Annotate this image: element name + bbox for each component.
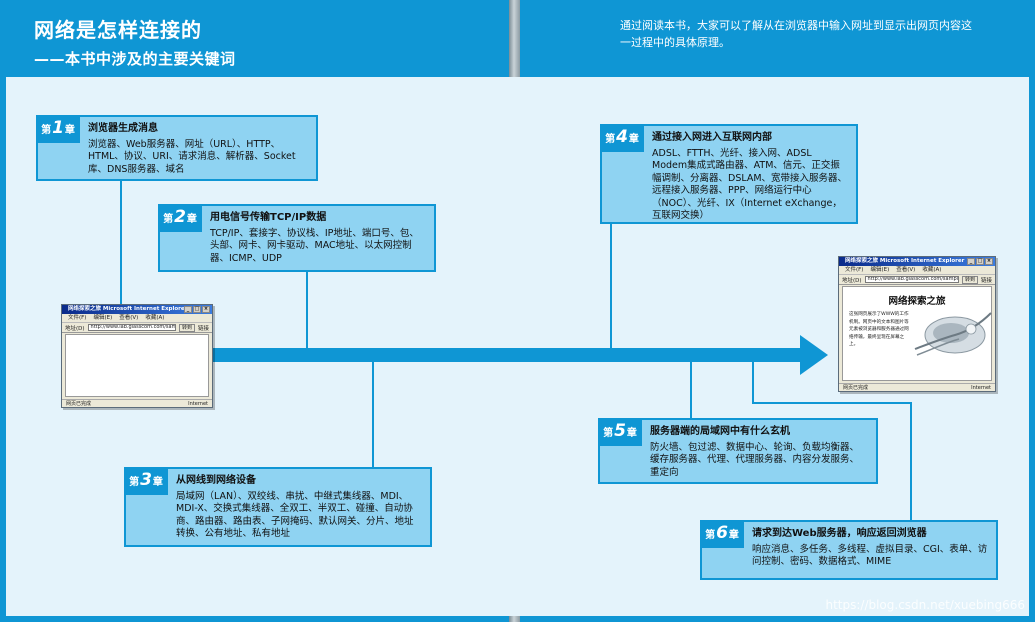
- browser-titlebar: 网络探索之旅 Microsoft Internet Explorer _□×: [839, 257, 995, 266]
- minimize-icon: _: [184, 306, 192, 313]
- links-label: 链接: [197, 325, 209, 332]
- close-icon: ×: [202, 306, 210, 313]
- chapter-keywords: 响应消息、多任务、多线程、虚拟目录、CGI、表单、访问控制、密码、数据格式、MI…: [752, 543, 988, 568]
- menu-edit: 编辑(E): [93, 315, 113, 321]
- menu-favorites: 收藏(A): [922, 267, 942, 273]
- chapter-title: 服务器端的局域网中有什么玄机: [650, 426, 790, 437]
- connector-ch4: [610, 222, 612, 350]
- close-icon: ×: [985, 258, 993, 265]
- browser-titlebar: 网络探索之旅 Microsoft Internet Explorer _□×: [62, 305, 212, 314]
- connector-ch6-down: [752, 360, 754, 404]
- browser-addressbar: 地址(D) http://www.lab.glasscom.com/sample…: [839, 275, 995, 285]
- status-text: 网页已完成: [843, 385, 869, 391]
- browser-window-right: 网络探索之旅 Microsoft Internet Explorer _□× 文…: [838, 256, 996, 392]
- address-field: http://www.lab.glasscom.com/sample1.htm: [87, 324, 176, 331]
- go-button: 转到: [178, 323, 195, 332]
- browser-window-left: 网络探索之旅 Microsoft Internet Explorer _□× 文…: [61, 304, 213, 408]
- browser-viewport-page: 网络探索之旅 这张网页展示了WWW的工作机制。网页中的文本和图片等元素被浏览器和…: [842, 286, 992, 381]
- cable-illustration-icon: [914, 312, 992, 356]
- menu-view: 查看(V): [119, 315, 139, 321]
- chapter-keywords: 局域网（LAN）、双绞线、串扰、中继式集线器、MDI、MDI-X、交换式集线器、…: [176, 490, 414, 540]
- chapter-title: 浏览器生成消息: [88, 123, 158, 134]
- go-button: 转到: [961, 275, 978, 284]
- status-zone: Internet: [971, 385, 991, 391]
- browser-statusbar: 网页已完成 Internet: [62, 399, 212, 407]
- browser-menubar: 文件(F) 编辑(E) 查看(V) 收藏(A): [839, 266, 995, 275]
- connector-ch6-across: [752, 402, 912, 404]
- status-text: 网页已完成: [66, 401, 92, 407]
- connector-ch5: [690, 360, 692, 420]
- connector-ch6-vert: [910, 402, 912, 520]
- flow-arrow-head: [800, 335, 828, 375]
- intro-text: 通过阅读本书，大家可以了解从在浏览器中输入网址到显示出网页内容这一过程中的具体原…: [620, 19, 972, 49]
- menu-file: 文件(F): [68, 315, 87, 321]
- chapter-keywords: 浏览器、Web服务器、网址（URL）、HTTP、HTML、协议、URI、请求消息…: [88, 138, 296, 175]
- connector-ch1: [120, 180, 122, 310]
- maximize-icon: □: [976, 258, 984, 265]
- browser-viewport-empty: [65, 334, 209, 397]
- chapter-keywords: 防火墙、包过滤、数据中心、轮询、负载均衡器、缓存服务器、代理、代理服务器、内容分…: [650, 441, 860, 478]
- web-page-heading: 网络探索之旅: [888, 296, 946, 307]
- chapter-title: 通过接入网进入互联网内部: [652, 132, 772, 143]
- links-label: 链接: [980, 277, 992, 284]
- chapter-keywords: TCP/IP、套接字、协议栈、IP地址、端口号、包、头部、网卡、网卡驱动、MAC…: [210, 227, 419, 264]
- menu-view: 查看(V): [896, 267, 916, 273]
- status-zone: Internet: [188, 401, 208, 407]
- book-subtitle: ——本书中涉及的主要关键词: [34, 50, 236, 68]
- watermark: https://blog.csdn.net/xuebing666: [825, 598, 1025, 612]
- browser-statusbar: 网页已完成 Internet: [839, 383, 995, 391]
- chapter-title: 请求到达Web服务器，响应返回浏览器: [752, 528, 927, 539]
- flow-arrow-shaft: [210, 348, 808, 362]
- connector-ch2: [306, 270, 308, 350]
- menu-edit: 编辑(E): [870, 267, 890, 273]
- connector-ch3: [372, 360, 374, 468]
- chapter-title: 用电信号传输TCP/IP数据: [210, 212, 327, 223]
- chapter-keywords: ADSL、FTTH、光纤、接入网、ADSL Modem集成式路由器、ATM、信元…: [652, 147, 848, 222]
- book-title: 网络是怎样连接的: [34, 18, 202, 42]
- menu-file: 文件(F): [845, 267, 864, 273]
- address-field: http://www.lab.glasscom.com/sample1.htm: [864, 276, 959, 283]
- menu-favorites: 收藏(A): [145, 315, 165, 321]
- minimize-icon: _: [967, 258, 975, 265]
- address-label: 地址(D): [65, 325, 85, 332]
- address-label: 地址(D): [842, 277, 862, 284]
- browser-menubar: 文件(F) 编辑(E) 查看(V) 收藏(A): [62, 314, 212, 323]
- web-page-body: 这张网页展示了WWW的工作机制。网页中的文本和图片等元素被浏览器和服务器通过网络…: [849, 312, 909, 347]
- browser-addressbar: 地址(D) http://www.lab.glasscom.com/sample…: [62, 323, 212, 333]
- maximize-icon: □: [193, 306, 201, 313]
- chapter-title: 从网线到网络设备: [176, 475, 256, 486]
